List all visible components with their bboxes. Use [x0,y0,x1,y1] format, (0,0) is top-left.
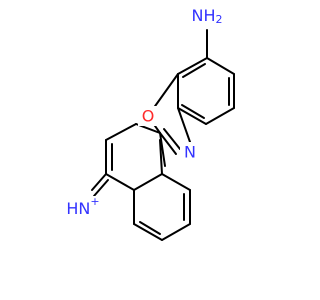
bond [177,107,207,125]
bond [91,173,107,191]
bond [133,223,163,241]
bond [159,132,177,155]
naphthalene-rings [91,139,191,241]
bond [206,57,235,75]
molecule-canvas: NH2 O N HN+ [66,4,235,241]
amine-label-bg [190,4,224,26]
ring-nitrogen-label: N [184,143,196,162]
right-benzene-ring [177,29,235,125]
bond [161,173,191,191]
ring-nitrogen-bg [180,142,200,162]
iminium-bg [66,196,100,220]
structure-diagram: NH2 O N HN+ [66,4,235,241]
bond [161,223,191,241]
bond [181,104,205,119]
bond [93,179,109,197]
bond [139,221,161,235]
bond [205,107,235,125]
ring-oxygen-bg [138,106,158,126]
bond [177,57,208,75]
bond [159,132,166,167]
bond [182,63,206,78]
bond [163,128,181,150]
iminium-label: HN+ [66,195,99,218]
bond [177,107,191,143]
amine-label: NH2 [192,6,223,26]
bond [133,173,163,191]
bond [105,173,135,191]
bond [159,139,163,175]
ring-oxygen-label: O [142,107,155,126]
bond [105,123,137,141]
